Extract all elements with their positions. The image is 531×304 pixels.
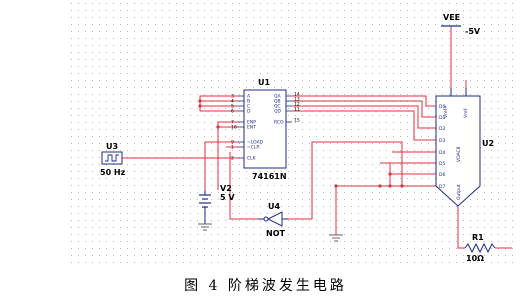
u2-output-label: Output	[456, 184, 462, 200]
wire-v2	[204, 141, 238, 190]
r1-name: R1	[472, 233, 484, 242]
u1-pin-number: 4	[231, 99, 234, 105]
u1-pin-label: RCO	[274, 120, 284, 126]
wire-qb-d1	[292, 100, 436, 118]
junctions	[198, 99, 404, 188]
wire-enable	[217, 121, 238, 190]
u1-pin-label: ~CLR	[247, 145, 260, 151]
u1-pin-label: CLK	[247, 156, 257, 162]
r1-resistor[interactable]: R1 10Ω	[464, 233, 496, 263]
u1-pin-number: 15	[294, 118, 300, 124]
u2-input-label: D3	[439, 138, 445, 144]
u1-pin-number: 5	[231, 104, 234, 110]
u2-input-label: D7	[439, 184, 445, 190]
r1-value: 10Ω	[466, 254, 484, 263]
u1-part: 74161N	[252, 172, 287, 181]
u1-name: U1	[258, 78, 270, 87]
u1-pin-number: 3	[231, 94, 234, 100]
u2-input-label: D4	[439, 150, 445, 156]
wire-qa-d0	[292, 95, 436, 107]
wire-not-in	[288, 141, 436, 220]
ground-icon	[329, 234, 343, 242]
u1-pin-label: ENP	[247, 120, 256, 126]
u1-pin-number: 13	[294, 97, 300, 103]
u1-pin-label: QB	[274, 99, 281, 105]
u2-input-label: D5	[439, 161, 445, 167]
u3-value: 50 Hz	[100, 168, 126, 177]
vee-value: -5V	[465, 27, 481, 36]
u1-pin-number: 12	[294, 102, 300, 108]
u2-vref-plus: Vref+	[443, 105, 449, 118]
u4-name: U4	[268, 202, 280, 211]
u1-left-pins: 3 A 4 B 5 C 6 D 7 ENP 10 ENT 9 ~LOAD 1 ~CLR 2 CLK	[231, 94, 264, 162]
u1-pin-number: 7	[231, 120, 234, 126]
u1-pin-number: 10	[231, 125, 237, 131]
u1-pin-label: B	[247, 99, 250, 105]
u1-pin-label: QA	[274, 94, 282, 100]
u3-clock[interactable]: U3 50 Hz	[100, 142, 126, 177]
u1-counter[interactable]: U1 74161N 3 A 4 B 5 C 6 D 7 ENP 10 ENT 9 ~LOAD 1 ~CLR 2 C…	[231, 78, 300, 181]
u1-pin-label: QC	[274, 104, 281, 110]
u1-pin-label: ~LOAD	[247, 140, 264, 146]
u1-pin-number: 2	[231, 156, 234, 162]
u2-input-label: D0	[439, 104, 445, 110]
u2-name: U2	[482, 139, 494, 148]
v2-name: V2	[220, 184, 232, 193]
u2-vref-minus: Vref-	[463, 107, 469, 118]
u1-pin-label: A	[247, 94, 251, 100]
square-wave-icon	[105, 154, 119, 162]
v2-value: 5 V	[220, 193, 235, 202]
u4-value: NOT	[266, 229, 285, 238]
vee-supply[interactable]: VEE -5V	[441, 13, 481, 36]
wire-out	[457, 205, 465, 249]
u1-pin-label: C	[247, 104, 250, 110]
ground-icon	[198, 223, 212, 231]
u3-name: U3	[106, 142, 118, 151]
wire-feedback	[229, 152, 258, 220]
u2-input-label: D6	[439, 172, 445, 178]
u2-side-label: VDAC8	[456, 146, 462, 162]
figure-caption: 图 4 阶梯波发生电路	[184, 278, 347, 294]
u1-pin-label: ENT	[247, 125, 256, 131]
v2-source[interactable]: V2 5 V	[198, 184, 235, 231]
u2-input-label: D1	[439, 115, 445, 121]
wire-qc-d2	[292, 105, 436, 129]
wire-qd-d3	[292, 110, 436, 141]
u1-pin-number: 14	[294, 92, 300, 98]
u1-pin-label: QD	[274, 109, 282, 115]
u1-pin-number: 6	[231, 109, 234, 115]
u1-pin-number: 1	[231, 145, 234, 151]
u2-input-label: D2	[439, 126, 445, 132]
u1-pin-number: 11	[294, 107, 300, 113]
vee-name: VEE	[443, 13, 460, 22]
u1-pin-number: 9	[231, 140, 234, 146]
u4-not-gate[interactable]: U4 NOT	[258, 202, 288, 238]
resistor-icon	[464, 242, 496, 254]
u1-pin-label: D	[247, 109, 251, 115]
